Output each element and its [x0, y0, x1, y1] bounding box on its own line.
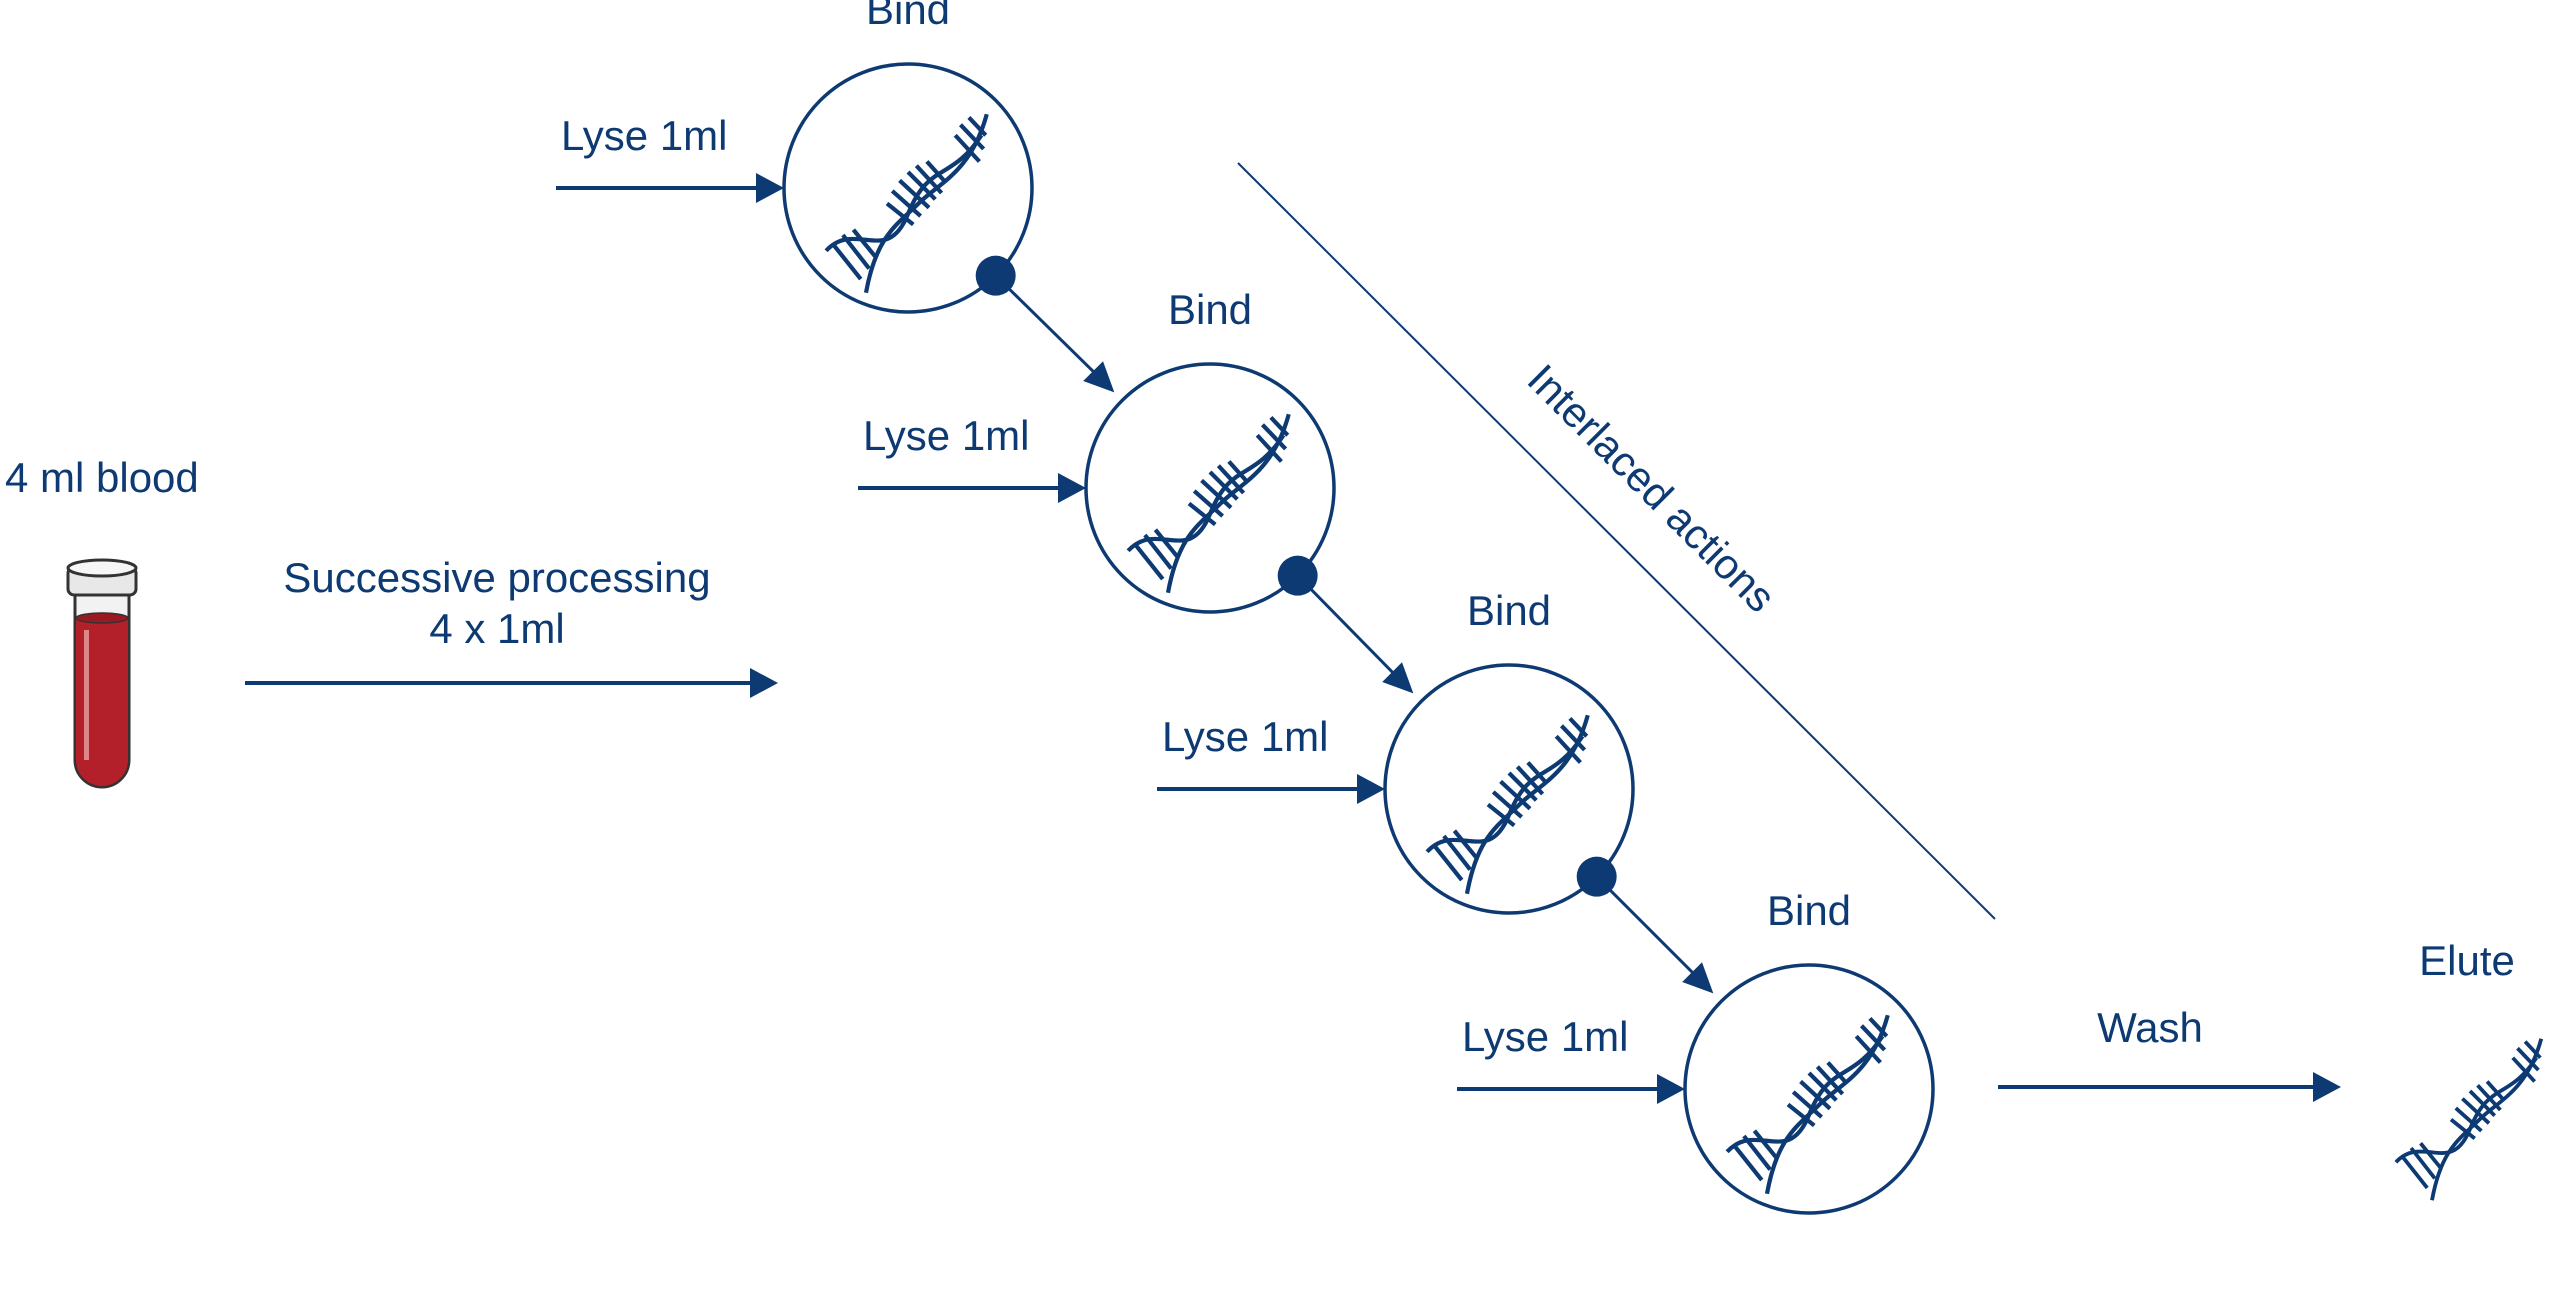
successive-label-line2: 4 x 1ml	[429, 605, 564, 652]
transfer-connector	[975, 255, 1115, 393]
eluted-dna-icon	[2393, 1036, 2544, 1203]
successive-arrow-icon	[245, 668, 778, 698]
transfer-connector	[1576, 856, 1714, 994]
lyse-arrow-icon	[1157, 774, 1385, 804]
dna-helix-icon	[1128, 414, 1289, 593]
dna-helix-icon	[826, 114, 987, 293]
wash-label: Wash	[2097, 1004, 2203, 1051]
bead-dot-icon	[975, 255, 1016, 296]
elute-label: Elute	[2419, 937, 2515, 984]
lyse-label: Lyse 1ml	[863, 412, 1030, 459]
interlaced-label: Interlaced actions	[1519, 355, 1785, 621]
interlaced-divider	[1237, 162, 1996, 920]
wash-arrow-icon	[1998, 1072, 2341, 1102]
bind-label: Bind	[1467, 587, 1551, 634]
lyse-label: Lyse 1ml	[1462, 1013, 1629, 1060]
arrowhead-icon	[1083, 361, 1115, 393]
lyse-label: Lyse 1ml	[1162, 713, 1329, 760]
lyse-label: Lyse 1ml	[561, 112, 728, 159]
dna-helix-icon	[1727, 1015, 1888, 1194]
lyse-arrow-icon	[1457, 1074, 1685, 1104]
transfer-connector	[1277, 555, 1414, 694]
bead-dot-icon	[1576, 856, 1617, 897]
lyse-arrow-icon	[556, 173, 784, 203]
arrowhead-icon	[1682, 962, 1714, 994]
lyse-arrow-icon	[858, 473, 1086, 503]
dna-helix-icon	[1427, 715, 1588, 894]
bind-label: Bind	[1168, 286, 1252, 333]
bind-label: Bind	[1767, 887, 1851, 934]
source-label: 4 ml blood	[5, 454, 199, 501]
bind-label: Bind	[866, 0, 950, 33]
successive-label-line1: Successive processing	[283, 554, 710, 601]
blood-tube-icon	[66, 558, 138, 789]
arrowhead-icon	[1382, 662, 1414, 694]
bead-dot-icon	[1277, 555, 1318, 596]
